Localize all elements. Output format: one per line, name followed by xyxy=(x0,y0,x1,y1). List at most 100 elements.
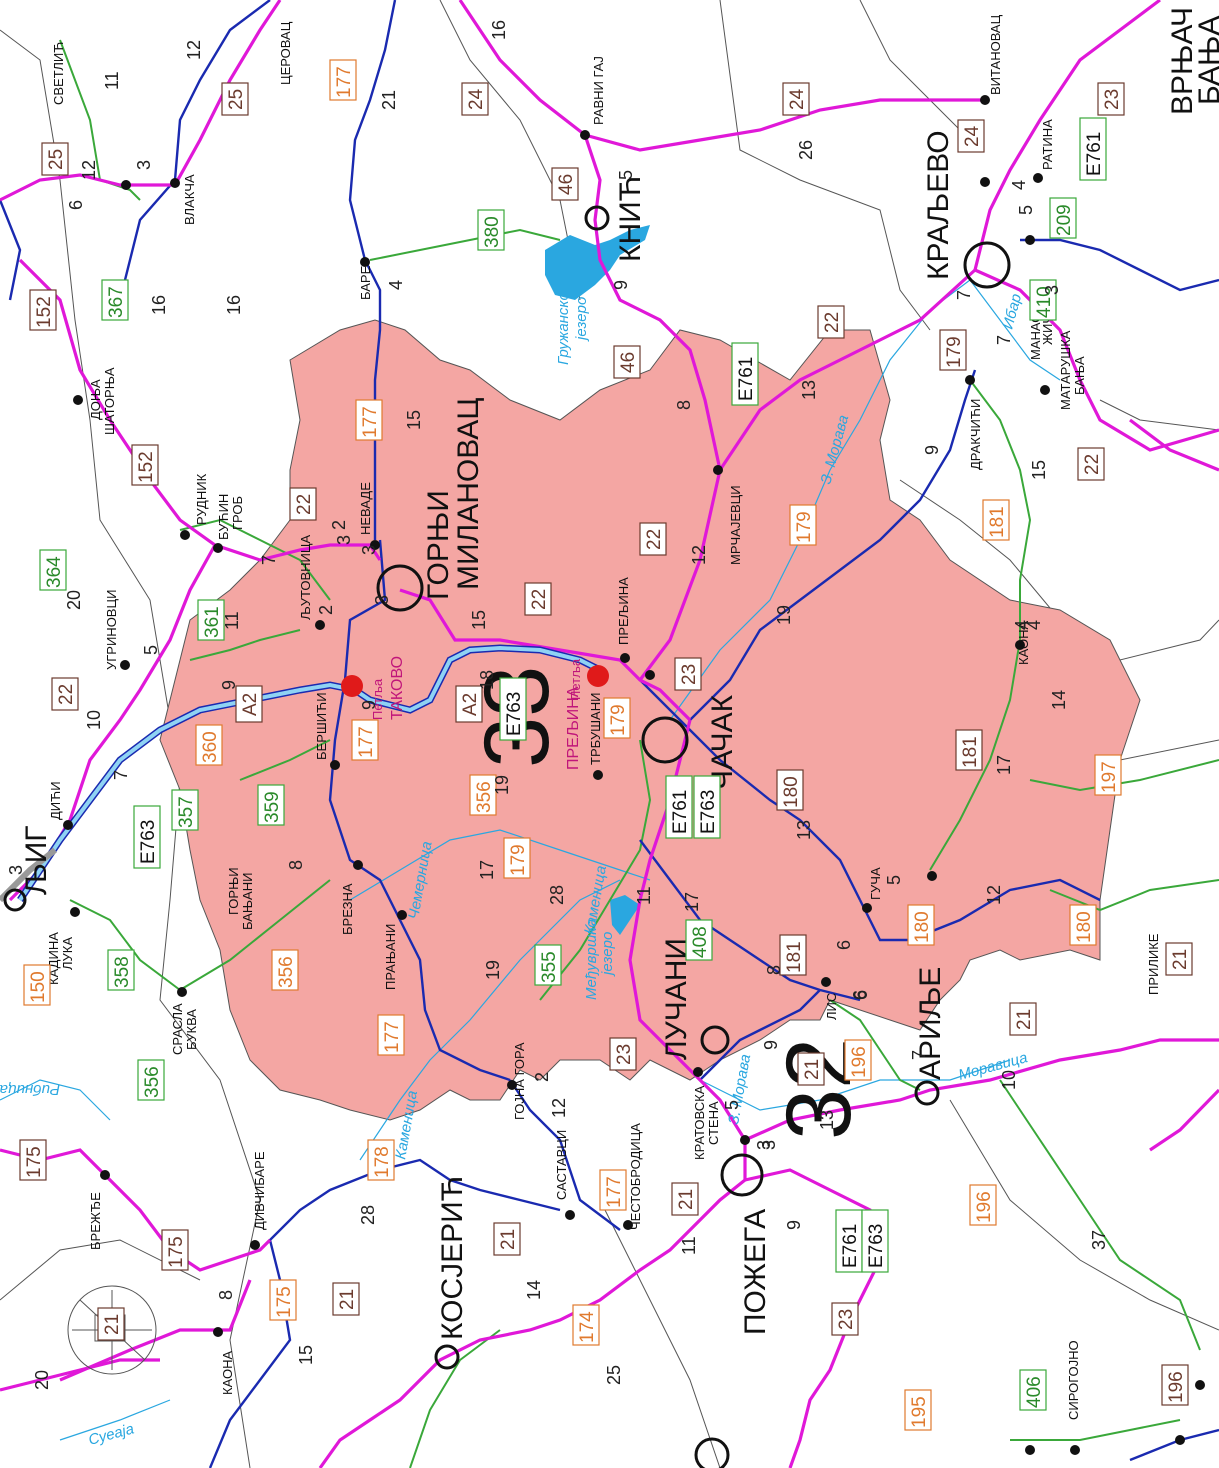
shield-r181b: 181 xyxy=(779,934,807,976)
distance-label: 15 xyxy=(296,1345,316,1365)
label-ibar: Ибар xyxy=(999,292,1025,331)
distance-label: 16 xyxy=(149,295,169,315)
shield-r197: 197 xyxy=(1094,754,1122,796)
distance-label: 16 xyxy=(224,295,244,315)
shield-r21a: 21 xyxy=(671,1182,699,1216)
distance-label: 19 xyxy=(492,775,512,795)
city-vrnjacka-1: ВРЊАЧ xyxy=(1166,7,1199,115)
svg-text:178: 178 xyxy=(372,1146,393,1178)
shield-r25a: 25 xyxy=(41,142,69,176)
shield-g367: 367 xyxy=(101,279,129,321)
distance-label: 11 xyxy=(222,611,242,630)
distance-label: 7 xyxy=(259,555,279,565)
svg-text:152: 152 xyxy=(34,296,55,328)
shield-g357: 357 xyxy=(171,789,199,831)
shield-r46b: 46 xyxy=(613,345,641,379)
label-meduvrsko-jezero: језеро xyxy=(599,932,616,977)
city-vrnjacka-2: БАЊА xyxy=(1193,16,1219,105)
distance-label: 14 xyxy=(1049,690,1069,710)
svg-text:23: 23 xyxy=(614,1044,635,1065)
svg-text:181: 181 xyxy=(784,941,805,973)
svg-text:E763: E763 xyxy=(504,692,525,736)
shield-e763-c: E763 xyxy=(693,775,721,839)
svg-text:177: 177 xyxy=(360,406,381,438)
town-kaona-east: КАОНА xyxy=(1016,621,1031,665)
city-cacak: ЧАЧАК xyxy=(706,694,739,790)
distance-label: 10 xyxy=(84,710,104,730)
shield-r356a: 356 xyxy=(469,774,497,816)
town-ljutovnica: ЉУТОВНИЦА xyxy=(298,535,313,620)
shield-e761-d: E761 xyxy=(835,1209,863,1273)
svg-text:152: 152 xyxy=(136,451,157,483)
shield-e763-a: E763 xyxy=(133,805,161,869)
town-drakcici: ДРАКЧИЋИ xyxy=(968,399,983,470)
shield-r177b: 177 xyxy=(355,399,383,441)
distance-label: 5 xyxy=(1016,205,1036,215)
distance-label: 9 xyxy=(611,280,631,290)
svg-text:22: 22 xyxy=(644,529,665,550)
distance-label: 17 xyxy=(682,892,702,912)
svg-text:380: 380 xyxy=(482,216,503,248)
svg-text:22: 22 xyxy=(56,684,77,705)
svg-text:355: 355 xyxy=(539,951,560,983)
shield-r21e: 21 xyxy=(1009,1002,1037,1036)
svg-text:410: 410 xyxy=(1034,286,1055,318)
shield-r152b: 152 xyxy=(131,444,159,486)
town-grob: ГРОБ xyxy=(230,496,245,530)
distance-label: 26 xyxy=(796,140,816,160)
distance-label: 4 xyxy=(1012,620,1032,630)
svg-text:175: 175 xyxy=(24,1146,45,1178)
svg-text:25: 25 xyxy=(46,149,67,170)
distance-label: 7 xyxy=(111,770,131,780)
distance-label: 7 xyxy=(909,1050,929,1060)
shield-r24c: 24 xyxy=(957,119,985,153)
distance-label: 9 xyxy=(359,700,379,710)
city-milanovac: МИЛАНОВАЦ xyxy=(452,398,485,590)
svg-text:22: 22 xyxy=(529,589,550,610)
svg-text:174: 174 xyxy=(577,1311,598,1343)
city-kosjeric: КОСЈЕРИЋ xyxy=(436,1176,469,1340)
distance-label: 20 xyxy=(64,590,84,610)
distance-label: 8 xyxy=(216,1290,236,1300)
distance-labels: 1612113621426597345161215813731122051015… xyxy=(6,20,1109,1390)
shield-r25b: 25 xyxy=(221,82,249,116)
distance-label: 20 xyxy=(32,1370,52,1390)
svg-text:179: 179 xyxy=(608,704,629,736)
shield-e761-b: E761 xyxy=(1079,117,1107,181)
svg-text:358: 358 xyxy=(112,956,133,988)
shield-r22b: 22 xyxy=(51,677,79,711)
label-z-morava-south: З. Морава xyxy=(725,1053,754,1126)
town-banjani: БАЊАНИ xyxy=(240,873,255,930)
svg-text:24: 24 xyxy=(466,88,487,110)
town-bersici: БЕРШИЋИ xyxy=(314,692,329,760)
shield-g209: 209 xyxy=(1049,197,1077,239)
svg-text:E761: E761 xyxy=(1084,132,1105,176)
svg-text:A2: A2 xyxy=(460,693,481,716)
svg-text:E763: E763 xyxy=(698,790,719,834)
town-matarusha-banja: БАЊА xyxy=(1072,356,1087,395)
distance-label: 6 xyxy=(834,940,854,950)
town-dots xyxy=(63,95,1205,1455)
shield-r181c: 181 xyxy=(982,499,1010,541)
shield-g380: 380 xyxy=(477,209,505,251)
svg-text:46: 46 xyxy=(618,352,639,373)
shield-r22f: 22 xyxy=(1077,447,1105,481)
svg-text:22: 22 xyxy=(1082,454,1103,475)
svg-text:21: 21 xyxy=(337,1289,358,1310)
shield-r177e: 177 xyxy=(599,1169,627,1211)
distance-label: 8 xyxy=(764,965,784,975)
svg-text:23: 23 xyxy=(836,1309,857,1330)
svg-text:180: 180 xyxy=(781,776,802,808)
svg-text:180: 180 xyxy=(912,911,933,943)
distance-label: 10 xyxy=(999,1070,1019,1090)
distance-label: 5 xyxy=(884,875,904,885)
town-stena: СТЕНА xyxy=(706,1101,721,1145)
town-dici: ДИЋИ xyxy=(48,781,63,820)
town-prilike: ПРИЛИКЕ xyxy=(1146,933,1161,995)
svg-text:22: 22 xyxy=(294,494,315,515)
svg-text:356: 356 xyxy=(142,1066,163,1098)
distance-label: 6 xyxy=(851,990,871,1000)
svg-text:E763: E763 xyxy=(866,1224,887,1268)
